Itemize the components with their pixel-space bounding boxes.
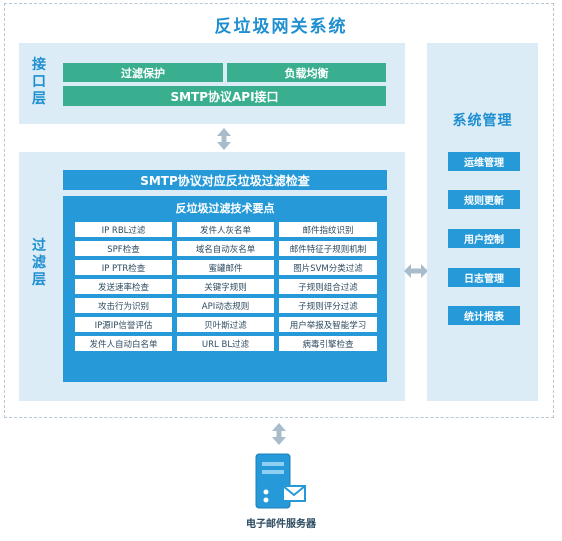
load-balancing-box: 负载均衡 (227, 63, 386, 82)
tech-item: 发件人自动白名单 (75, 336, 172, 351)
tech-item: IP RBL过滤 (75, 222, 172, 237)
tech-item: 子规则评分过滤 (279, 298, 377, 313)
tech-item: 图片SVM分类过滤 (279, 260, 377, 275)
log-management-box: 日志管理 (448, 268, 520, 287)
tech-item: 蜜罐邮件 (177, 260, 274, 275)
tech-item: 病毒引擎检查 (279, 336, 377, 351)
tech-item: 关键字规则 (177, 279, 274, 294)
tech-item: API动态规则 (177, 298, 274, 313)
smtp-filter-check-bar: SMTP协议对应反垃圾过滤检查 (63, 170, 387, 190)
tech-points-grid: IP RBL过滤 发件人灰名单 邮件指纹识别 SPF检查 域名自动灰名单 邮件特… (75, 222, 377, 351)
ops-management-box: 运维管理 (448, 152, 520, 171)
tech-item: IP PTR检查 (75, 260, 172, 275)
tech-item: 发件人灰名单 (177, 222, 274, 237)
tech-item: 贝叶斯过滤 (177, 317, 274, 332)
tech-item: 邮件指纹识别 (279, 222, 377, 237)
double-arrow-vertical-icon (217, 128, 231, 150)
interface-layer-panel (19, 43, 405, 124)
tech-item: 发送速率检查 (75, 279, 172, 294)
rule-update-box: 规则更新 (448, 190, 520, 209)
tech-item: 邮件特征子规则机制 (279, 241, 377, 256)
smtp-api-box: SMTP协议API接口 (63, 86, 386, 106)
filter-layer-label: 过滤层 (32, 238, 46, 288)
tech-item: 用户举报及智能学习 (279, 317, 377, 332)
double-arrow-vertical-icon (272, 423, 286, 445)
user-control-box: 用户控制 (448, 229, 520, 248)
tech-item: URL BL过滤 (177, 336, 274, 351)
interface-layer-label: 接口层 (32, 57, 46, 107)
diagram-title: 反垃圾网关系统 (214, 17, 348, 37)
tech-item: SPF检查 (75, 241, 172, 256)
tech-item: IP源IP信誉评估 (75, 317, 172, 332)
tech-points-title: 反垃圾过滤技术要点 (175, 202, 275, 215)
statistics-report-box: 统计报表 (448, 306, 520, 325)
mail-server-icon (255, 453, 306, 509)
system-boundary (4, 3, 554, 418)
double-arrow-horizontal-icon (404, 264, 428, 278)
tech-item: 攻击行为识别 (75, 298, 172, 313)
mail-server-label: 电子邮件服务器 (246, 519, 316, 530)
management-title: 系统管理 (452, 113, 513, 129)
tech-item: 域名自动灰名单 (177, 241, 274, 256)
filter-protection-box: 过滤保护 (63, 63, 223, 82)
tech-item: 子规则组合过滤 (279, 279, 377, 294)
management-panel (427, 43, 538, 401)
